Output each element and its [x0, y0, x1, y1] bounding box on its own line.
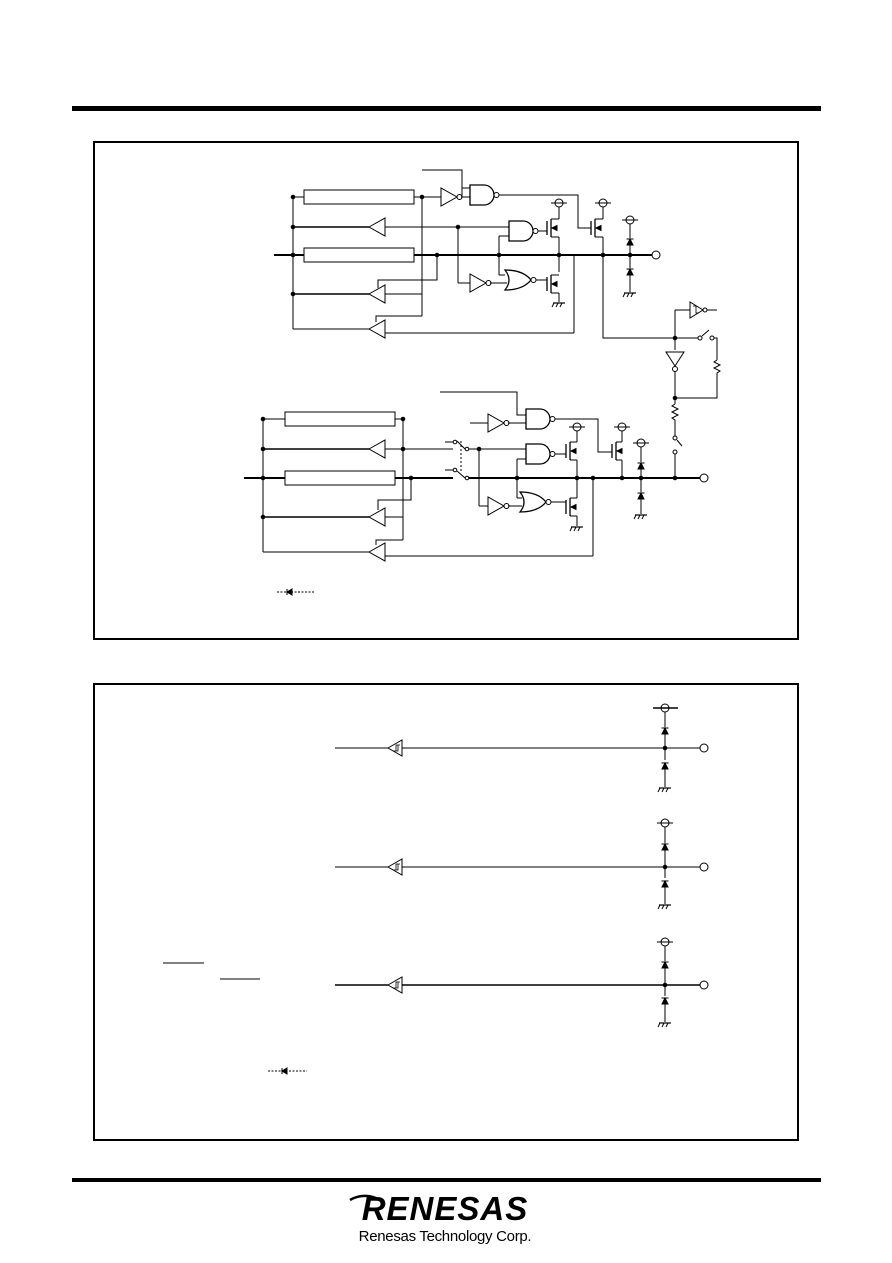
register-box	[284, 411, 396, 427]
brand-wordmark: RENESAS	[361, 1190, 529, 1227]
register-box	[303, 189, 415, 205]
top-rule	[72, 106, 821, 111]
port-circuit-upper	[274, 169, 675, 339]
input-pin-2	[335, 818, 709, 910]
bottom-rule	[72, 1178, 821, 1182]
diagram-frame-bottom	[93, 683, 799, 1141]
legend-diode-symbol	[277, 588, 314, 596]
company-name: Renesas Technology Corp.	[358, 1228, 532, 1245]
port-circuit-lower	[244, 391, 709, 562]
interconnect-switch	[665, 301, 722, 478]
legend-diode-symbol	[268, 1067, 307, 1075]
register-box	[284, 470, 396, 486]
register-box	[303, 247, 415, 263]
input-pin-3	[335, 937, 709, 1028]
renesas-logo: RENESAS Renesas Technology Corp.	[340, 1192, 550, 1246]
diagram-frame-top	[93, 141, 799, 640]
renesas-logo-mark	[349, 1194, 377, 1202]
input-pin-1	[335, 703, 709, 793]
